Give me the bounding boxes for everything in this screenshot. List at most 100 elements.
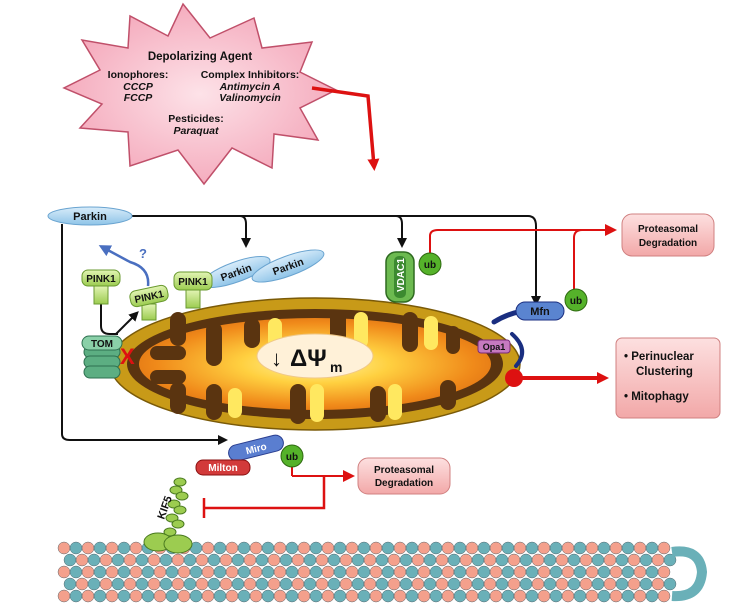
microtubule-bead (405, 565, 419, 579)
tom-complex: TOM (81, 335, 123, 379)
microtubule-bead (489, 589, 503, 603)
microtubule-bead (147, 553, 161, 567)
microtubule-bead (393, 541, 407, 555)
microtubule-bead (123, 553, 137, 567)
microtubule-bead (591, 577, 605, 591)
microtubule-bead (495, 553, 509, 567)
microtubule-bead (399, 553, 413, 567)
microtubule-bead (279, 553, 293, 567)
microtubule-bead (519, 577, 533, 591)
microtubule-bead (351, 553, 365, 567)
microtubule-bead (363, 553, 377, 567)
microtubule-bead (171, 577, 185, 591)
microtubule-bead (573, 541, 587, 555)
microtubule-bead (69, 541, 83, 555)
ionophore-cccp: CCCP (123, 81, 154, 93)
microtubule-bead (297, 541, 311, 555)
microtubule-bead (297, 565, 311, 579)
microtubule-bead (225, 565, 239, 579)
microtubule-bead (657, 541, 671, 555)
microtubule-bead (453, 541, 467, 555)
arrow-to-mfn (396, 215, 541, 306)
microtubule-bead (327, 553, 341, 567)
pink1-membrane-2-label: PINK1 (178, 277, 208, 288)
microtubule-bead (585, 565, 599, 579)
microtubule-bead (213, 589, 227, 603)
opa1-outcome-dot (505, 369, 523, 387)
microtubule-bead (567, 553, 581, 567)
ionophores-label: Ionophores: (108, 69, 169, 81)
microtubule-bead (309, 541, 323, 555)
microtubule-bead (249, 565, 263, 579)
microtubule-bead (525, 589, 539, 603)
microtubule-bead (387, 553, 401, 567)
delta-psi-badge (256, 333, 374, 379)
microtubule-bead (381, 541, 395, 555)
mfn-to-degradation (573, 229, 583, 296)
microtubule-bead (387, 577, 401, 591)
microtubule-bead (249, 541, 263, 555)
microtubule-bead (525, 541, 539, 555)
microtubule-bead (237, 541, 251, 555)
microtubule-bead (333, 589, 347, 603)
microtubule-bead (183, 553, 197, 567)
tom-block-x: X (120, 344, 135, 369)
microtubule-bead (417, 541, 431, 555)
microtubule-bead (489, 541, 503, 555)
vdac1-ubiquitin: ub (418, 252, 442, 276)
microtubule-bead (333, 541, 347, 555)
microtubule-bead (477, 541, 491, 555)
microtubule-bead (375, 553, 389, 567)
microtubule-bead (459, 577, 473, 591)
pink1-membrane-2: PINK1 (173, 271, 213, 309)
microtubule-bead (393, 589, 407, 603)
arrow-to-miro (61, 224, 228, 445)
microtubule-bead (435, 553, 449, 567)
vdac1-label: VDAC1 (396, 258, 407, 292)
microtubule-bead (99, 577, 113, 591)
outcome-mitophagy: • Mitophagy (624, 391, 689, 403)
degradation-lines (202, 224, 617, 518)
parkin-cytosolic-label: Parkin (73, 211, 107, 223)
microtubule-bead (447, 577, 461, 591)
microtubule-bead (327, 577, 341, 591)
microtubule-bead (501, 565, 515, 579)
microtubule-bead (483, 553, 497, 567)
microtubule-bead (117, 541, 131, 555)
microtubule-bead (651, 553, 665, 567)
pink1-free: PINK1 (81, 269, 121, 305)
microtubule-bead (537, 565, 551, 579)
proteasomal-degradation-top: Proteasomal Degradation (621, 213, 715, 257)
microtubule-bead (219, 577, 233, 591)
microtubule-bead (303, 577, 317, 591)
microtubule-bead (513, 541, 527, 555)
microtubule-bead (63, 577, 77, 591)
microtubule-bead (207, 577, 221, 591)
microtubule-bead (525, 565, 539, 579)
mfn-ubiquitin: ub (564, 288, 588, 312)
microtubule-bead (597, 541, 611, 555)
microtubule-bead (231, 553, 245, 567)
microtubule-bead (141, 589, 155, 603)
pesticide-paraquat: Paraquat (174, 125, 219, 137)
microtubule-bead (537, 589, 551, 603)
microtubule-bead (597, 565, 611, 579)
microtubule-bead (135, 553, 149, 567)
microtubule-bead (501, 589, 515, 603)
microtubule-bead (465, 589, 479, 603)
microtubule-bead (471, 577, 485, 591)
microtubule-bead (255, 577, 269, 591)
microtubule-bead (453, 589, 467, 603)
microtubule-bead (333, 565, 347, 579)
microtubule-bead (291, 577, 305, 591)
microtubule-bead (417, 565, 431, 579)
microtubule-bead (621, 565, 635, 579)
microtubule-bead (423, 553, 437, 567)
microtubule-bead (243, 553, 257, 567)
cristae (150, 310, 460, 424)
microtubule-bead (357, 589, 371, 603)
microtubule-bead (147, 577, 161, 591)
kif5-motor: KIF5 (143, 477, 193, 554)
microtubule-bead (657, 589, 671, 603)
microtubule-bead (111, 553, 125, 567)
